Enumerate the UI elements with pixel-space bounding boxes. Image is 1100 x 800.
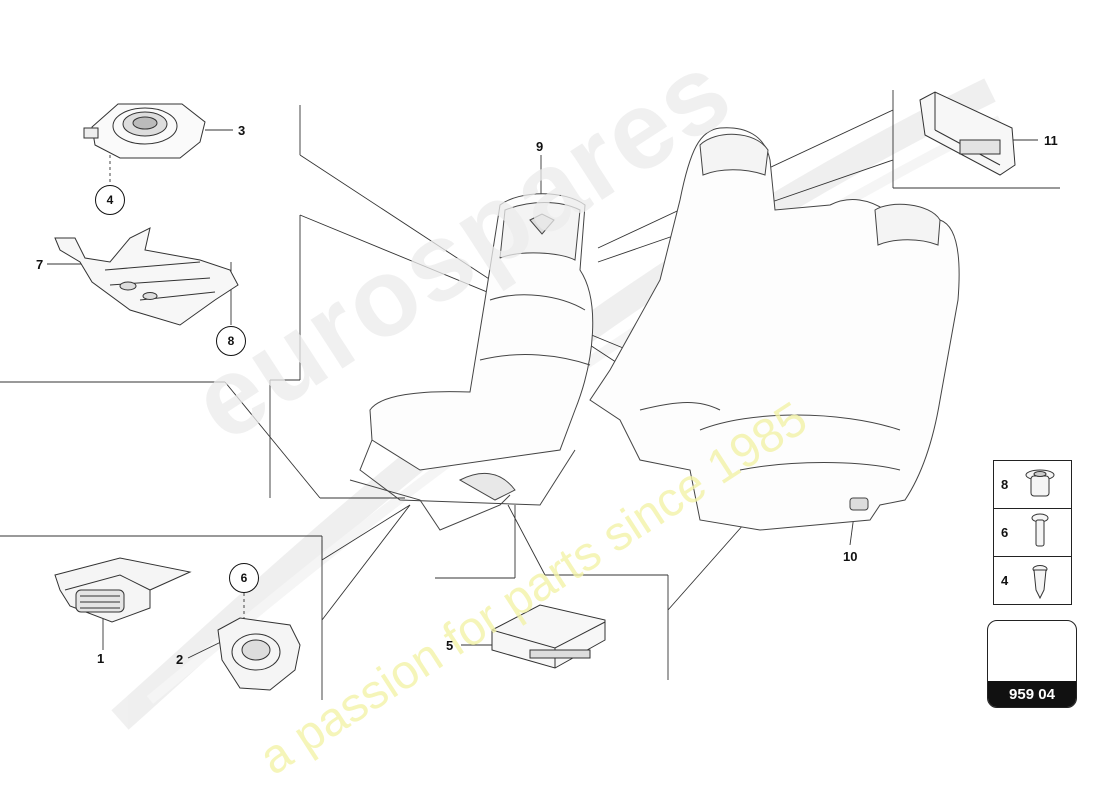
legend-row-4: 4: [994, 557, 1071, 604]
control-module-part-1: [54, 557, 192, 623]
callout-9: 9: [536, 139, 544, 154]
callout-6: 6: [240, 571, 248, 585]
reference-box: 959 04: [987, 620, 1077, 708]
legend-row-6: 6: [994, 509, 1071, 557]
front-seat-part-9: [349, 193, 594, 531]
speaker-part-3: [83, 103, 206, 159]
legend-bolt-8-icon: [1025, 469, 1055, 497]
callout-7: 7: [36, 257, 44, 272]
module-part-11: [919, 91, 1016, 176]
callout-8: 8: [227, 334, 235, 348]
callout-6-circle: 6: [229, 563, 259, 593]
legend-pin-4-icon: [1032, 565, 1048, 600]
legend-row-8: 8: [994, 461, 1071, 509]
legend-label-8: 8: [1001, 477, 1009, 492]
rear-seat-part-10: [589, 127, 960, 531]
callout-4: 4: [106, 193, 114, 207]
callout-5: 5: [446, 638, 454, 653]
callout-11: 11: [1044, 133, 1058, 148]
legend-label-6: 6: [1001, 525, 1009, 540]
sensor-part-2: [217, 617, 301, 691]
callout-2: 2: [176, 652, 184, 667]
legend-label-4: 4: [1001, 573, 1009, 588]
ecu-part-5: [491, 604, 606, 669]
fastener-legend: 8 6 4: [993, 460, 1072, 605]
callout-1: 1: [97, 651, 105, 666]
bracket-part-7: [54, 227, 239, 326]
callout-10: 10: [843, 549, 858, 564]
callout-4-circle: 4: [95, 185, 125, 215]
callout-8-circle: 8: [216, 326, 246, 356]
reference-number: 959 04: [988, 681, 1076, 707]
legend-screw-6-icon: [1031, 513, 1049, 547]
callout-3: 3: [238, 123, 246, 138]
